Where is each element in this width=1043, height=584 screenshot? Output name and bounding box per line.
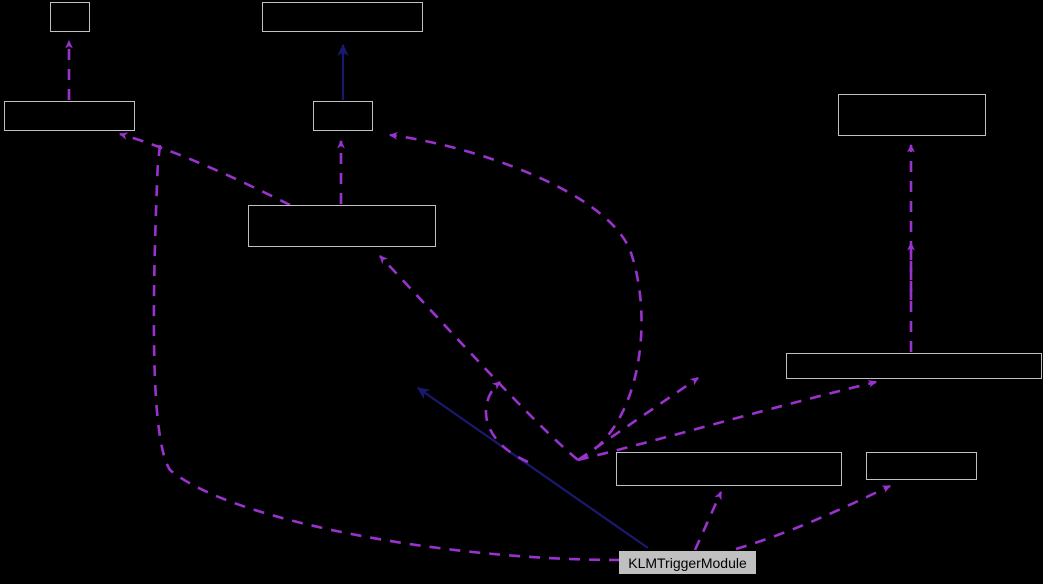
edge-n5-to-n2	[118, 132, 291, 207]
edge-n10-to-n9	[735, 484, 891, 551]
class-node-n5[interactable]	[248, 205, 436, 247]
edge-n8-to-n4	[388, 132, 643, 462]
edge-n10-to-n2	[152, 139, 621, 562]
class-node-klmtriggermodule-label: KLMTriggerModule	[628, 554, 747, 571]
edge-n10-to-n8	[693, 490, 723, 551]
class-node-n3[interactable]	[262, 2, 423, 32]
edge-n10-to-n5-arc	[484, 380, 529, 464]
class-node-n1[interactable]	[50, 2, 90, 32]
class-node-n6[interactable]	[838, 94, 986, 136]
class-node-n9[interactable]	[866, 452, 977, 480]
class-node-n7[interactable]	[786, 353, 1042, 379]
class-node-n4[interactable]	[313, 101, 373, 131]
edge-n10-to-n5-inheritance	[417, 387, 649, 549]
edge-n10-to-n5-usage	[379, 255, 579, 461]
edge-n10-to-n7	[577, 379, 878, 462]
class-node-klmtriggermodule[interactable]: KLMTriggerModule	[619, 551, 756, 574]
class-node-n2[interactable]	[4, 101, 135, 131]
edge-n10-to-n7-short	[577, 376, 699, 462]
class-node-n8[interactable]	[616, 452, 842, 486]
